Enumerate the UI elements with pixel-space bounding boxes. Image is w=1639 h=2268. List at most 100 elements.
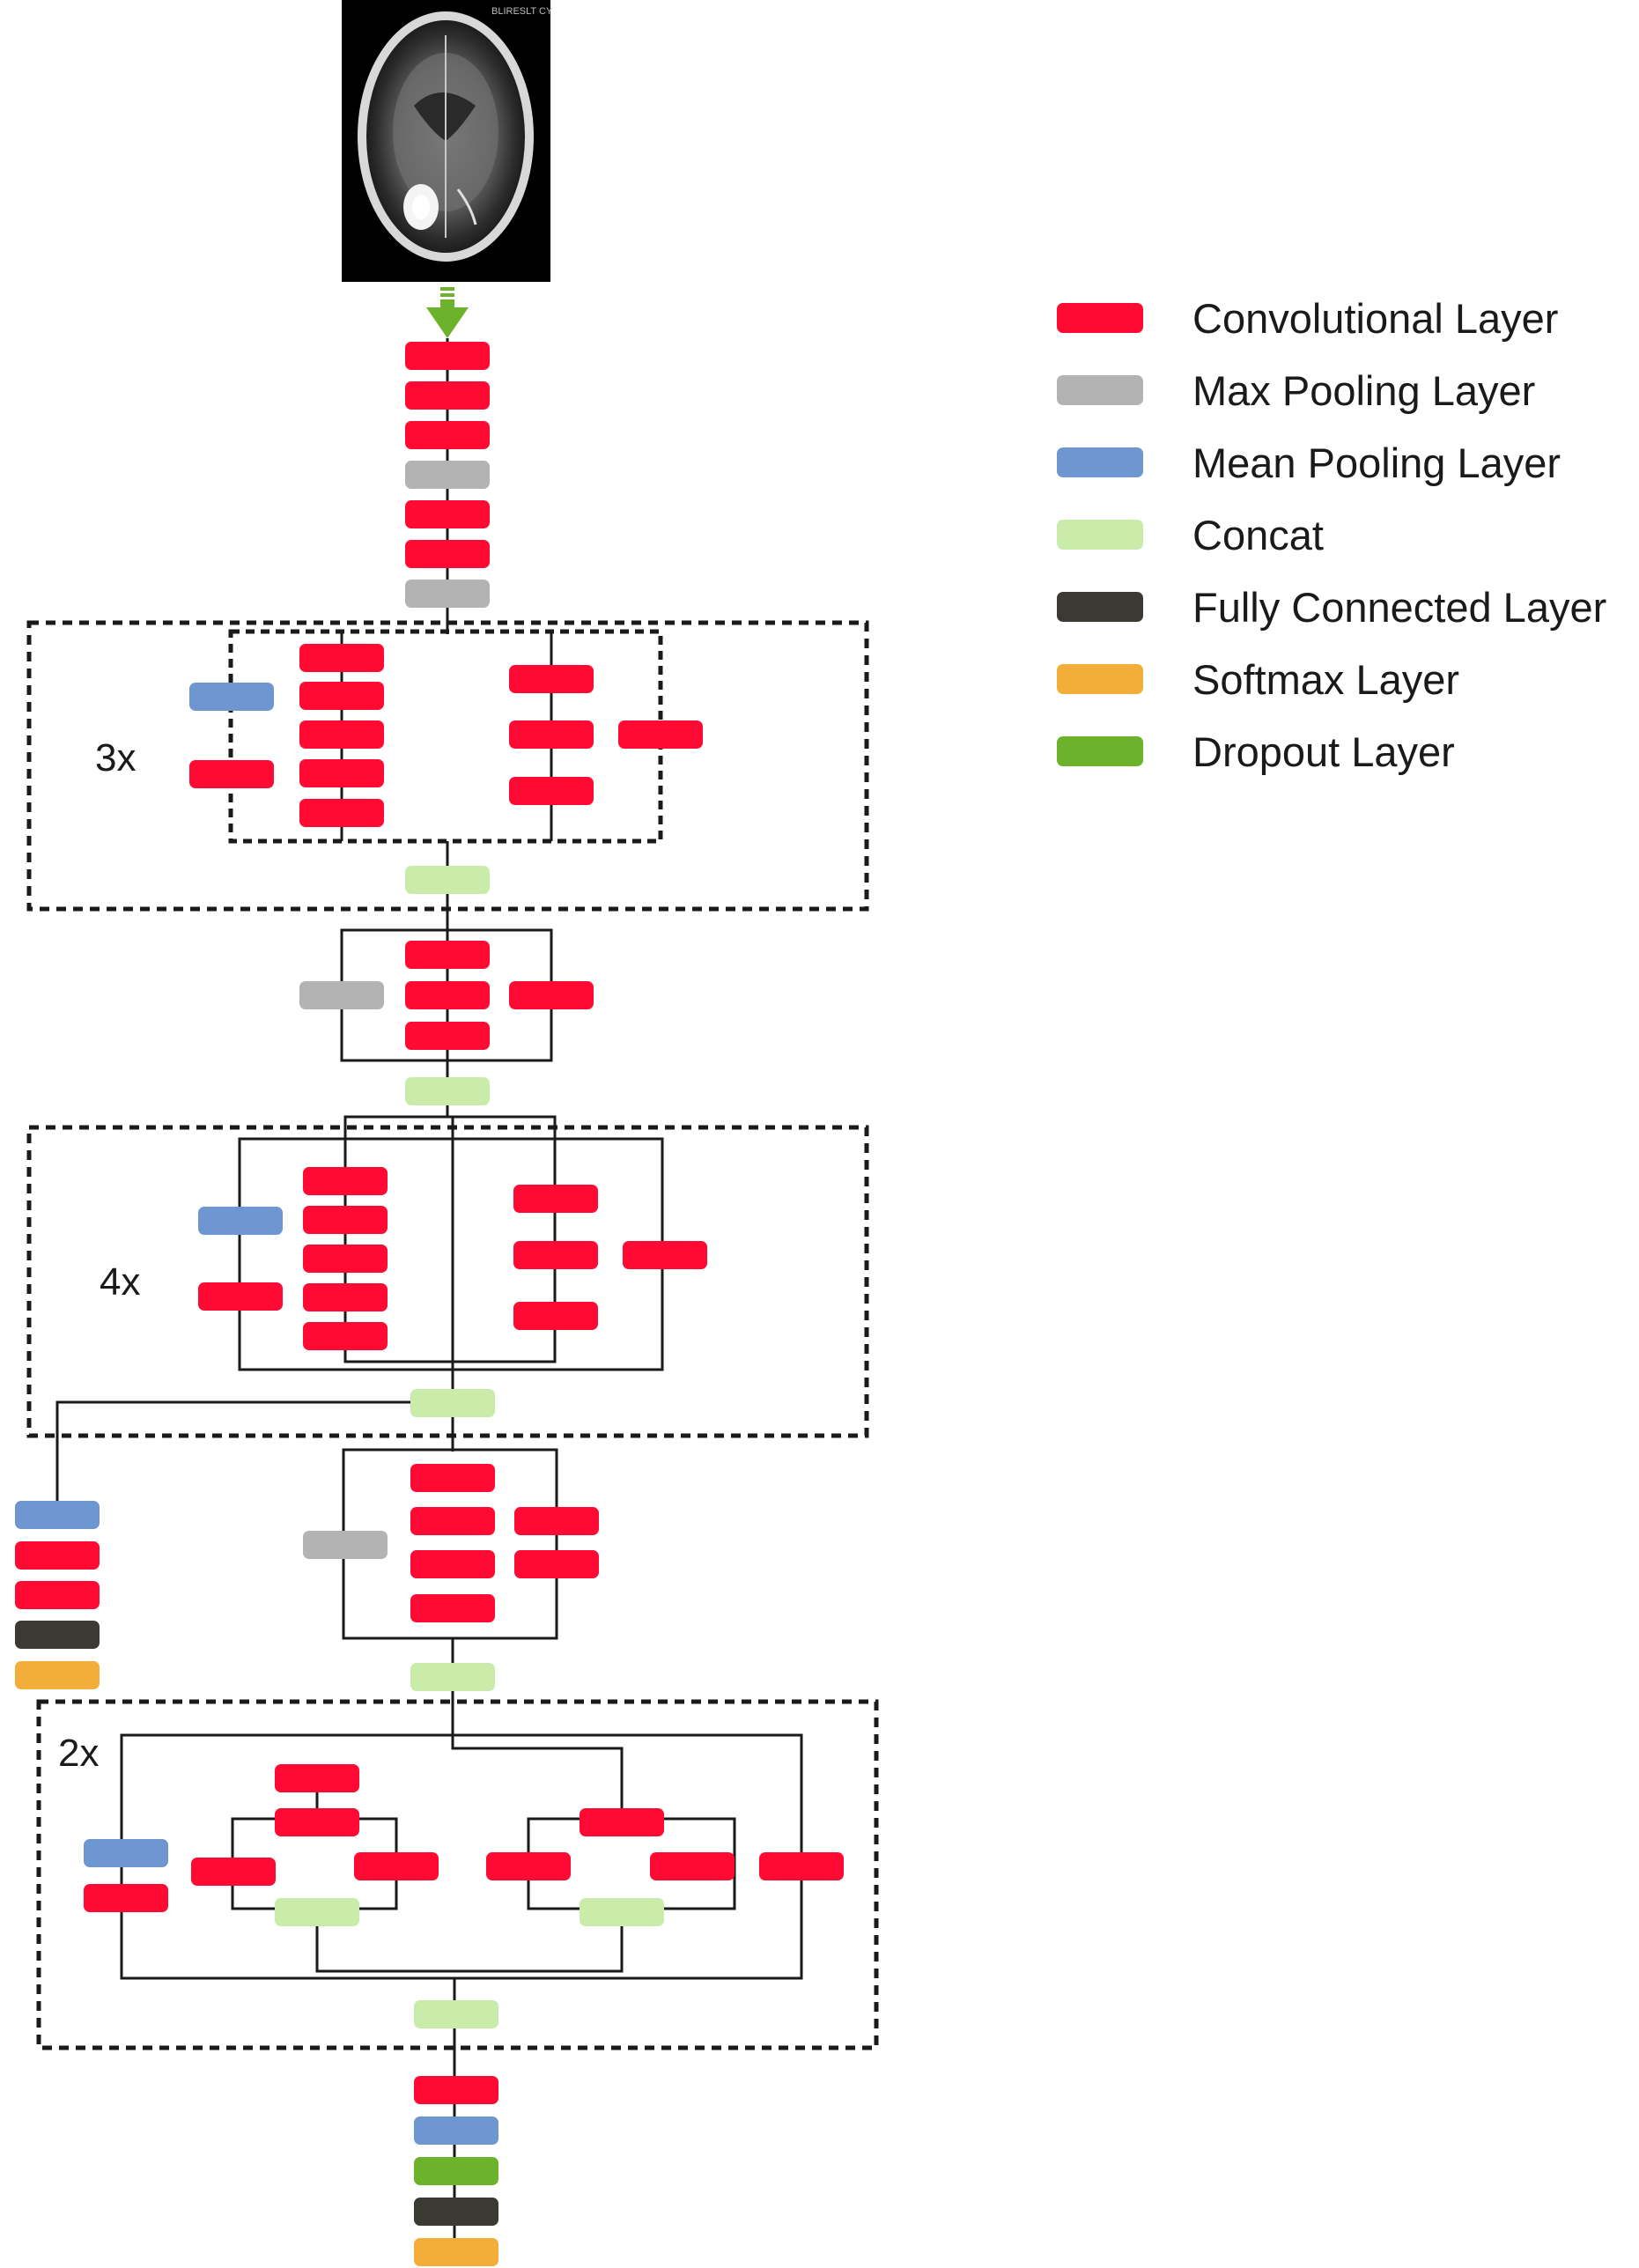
conv-layer-block-5 [405,540,490,568]
legend-item-concat: Concat [1057,499,1606,571]
meanpool-layer-block-3 [15,1501,100,1529]
conv-layer-block-29 [623,1241,707,1269]
conv-layer-block-35 [410,1594,495,1622]
conv-layer-block-20 [198,1282,283,1311]
conv-layer-block-40 [275,1764,359,1792]
conv-layer-block-39 [191,1858,276,1886]
legend-item-conv: Convolutional Layer [1057,282,1606,354]
conv-layer-block-17 [405,981,490,1009]
legend-label-softmax: Softmax Layer [1192,655,1460,703]
input-arrow-icon [426,287,469,338]
conv-layer-block-18 [405,1022,490,1050]
conv-layer-block-14 [509,777,594,805]
repeat-frame-4x [26,1125,869,1438]
conv-layer-block-24 [303,1283,388,1311]
repeat-label-4x: 4x [100,1260,140,1304]
legend-label-dropout: Dropout Layer [1192,728,1455,775]
legend-item-maxpool: Max Pooling Layer [1057,354,1606,426]
repeat-frames [26,620,879,2050]
maxpool-layer-block-1 [405,461,490,489]
conv-layer-block-4 [405,500,490,528]
conv-layer-block-16 [405,941,490,969]
meanpool-layer-block-1 [189,683,274,711]
conv-layer-block-42 [354,1852,439,1880]
maxpool-layer-block-3 [299,981,384,1009]
conv-layer-block-22 [303,1206,388,1234]
conv-layer-block-37 [514,1550,599,1578]
conv-layer-block-28 [513,1302,598,1330]
concat-layer-block-1 [405,866,490,894]
conv-layer-block-7 [299,644,384,672]
maxpool-layer-block-4 [303,1531,388,1559]
softmax-layer-block-1 [15,1661,100,1689]
conv-layer-block-13 [509,720,594,749]
concat-layer-block-4 [410,1663,495,1691]
conv-layer-block-27 [513,1241,598,1269]
conv-layer-block-1 [405,342,490,370]
softmax-layer-block-2 [414,2238,498,2266]
legend-swatch-dropout [1057,736,1143,766]
legend-item-softmax: Softmax Layer [1057,643,1606,715]
conv-layer-block-2 [405,381,490,410]
conv-layer-block-9 [299,720,384,749]
conv-layer-block-10 [299,759,384,787]
legend-item-dropout: Dropout Layer [1057,715,1606,787]
conv-layer-block-11 [299,799,384,827]
conv-layer-block-41 [275,1808,359,1836]
maxpool-layer-block-2 [405,580,490,608]
legend-item-fc: Fully Connected Layer [1057,571,1606,643]
legend-swatch-fc [1057,592,1143,622]
repeat-frame-3x [26,620,869,912]
conv-layer-block-23 [303,1245,388,1273]
connection-lines [55,338,803,2261]
repeat-label-2x: 2x [58,1732,99,1775]
dropout-layer-block-1 [414,2157,498,2185]
conv-layer-block-31 [15,1581,100,1609]
legend: Convolutional Layer Max Pooling Layer Me… [1057,282,1606,787]
legend-item-meanpool: Mean Pooling Layer [1057,426,1606,499]
legend-label-maxpool: Max Pooling Layer [1192,366,1536,414]
concat-layer-block-7 [414,2000,498,2028]
legend-swatch-meanpool [1057,447,1143,477]
repeat-frame-2x [36,1699,879,2050]
meanpool-layer-block-5 [414,2117,498,2145]
conv-layer-block-32 [410,1464,495,1492]
conv-layer-block-19 [509,981,594,1009]
concat-layer-block-6 [580,1898,664,1926]
input-mri-image: BLIRESLT CY [342,0,553,282]
concat-layer-block-5 [275,1898,359,1926]
legend-label-conv: Convolutional Layer [1192,294,1559,342]
conv-layer-block-25 [303,1322,388,1350]
legend-swatch-concat [1057,520,1143,550]
conv-layer-block-26 [513,1185,598,1213]
conv-layer-block-44 [580,1808,664,1836]
legend-label-concat: Concat [1192,511,1324,558]
conv-layer-block-43 [486,1852,571,1880]
legend-swatch-conv [1057,303,1143,333]
conv-layer-block-33 [410,1507,495,1535]
fc-layer-block-2 [414,2198,498,2226]
legend-swatch-maxpool [1057,375,1143,405]
conv-layer-block-15 [618,720,703,749]
legend-swatch-softmax [1057,664,1143,694]
conv-layer-block-34 [410,1550,495,1578]
conv-layer-block-8 [299,682,384,710]
conv-layer-block-30 [15,1541,100,1570]
meanpool-layer-block-4 [84,1839,168,1867]
conv-layer-block-21 [303,1167,388,1195]
conv-layer-block-45 [650,1852,735,1880]
conv-layer-block-36 [514,1507,599,1535]
conv-layer-block-6 [189,760,274,788]
legend-label-meanpool: Mean Pooling Layer [1192,439,1561,486]
legend-label-fc: Fully Connected Layer [1192,583,1607,631]
layer-blocks [15,342,844,2266]
meanpool-layer-block-2 [198,1207,283,1235]
fc-layer-block-1 [15,1621,100,1649]
image-caption: BLIRESLT CY [491,6,553,17]
conv-layer-block-12 [509,665,594,693]
conv-layer-block-3 [405,421,490,449]
repeat-label-3x: 3x [95,736,136,779]
concat-layer-block-2 [405,1077,490,1105]
conv-layer-block-38 [84,1884,168,1912]
